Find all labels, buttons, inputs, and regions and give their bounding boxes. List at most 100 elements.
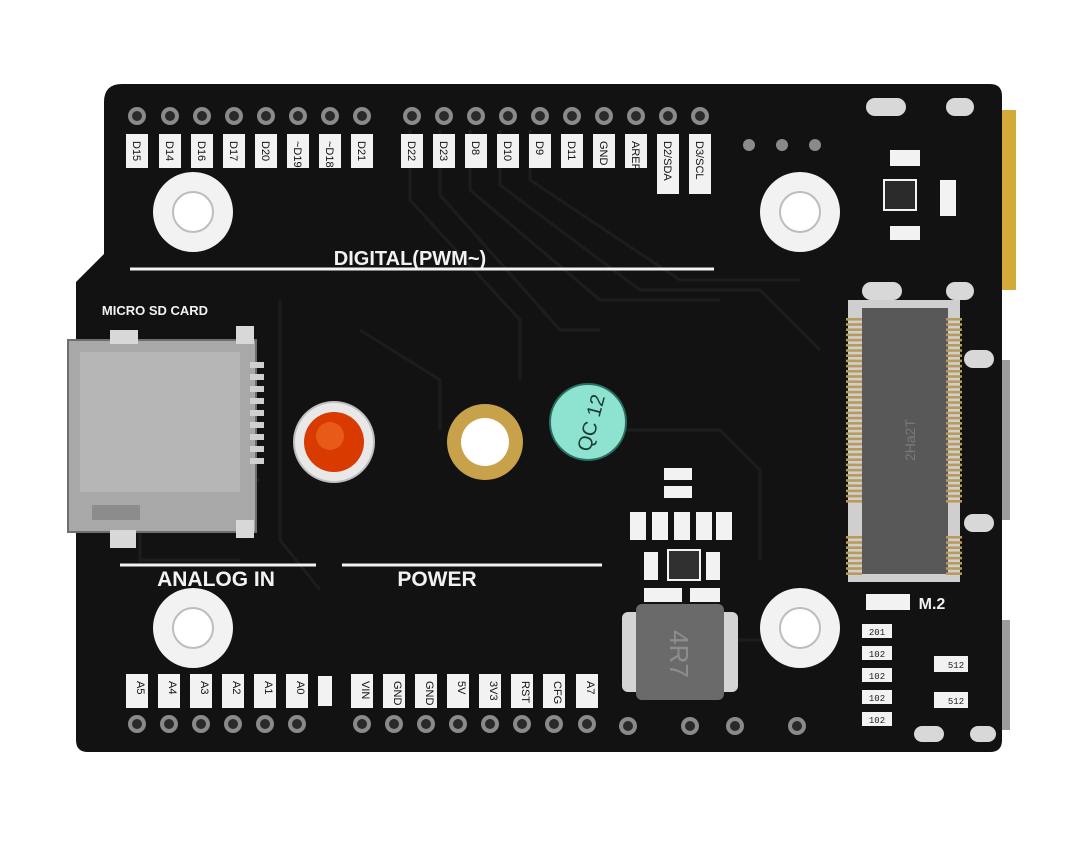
- m2-pin: [946, 541, 962, 544]
- m2-pin: [846, 323, 862, 326]
- top-pin-label: D17: [227, 141, 239, 161]
- m2-pin: [946, 406, 962, 409]
- bottom-pin-label: A1: [262, 681, 274, 694]
- mounting-hole: [153, 172, 233, 252]
- oval-pads: [862, 98, 996, 742]
- m2-pin: [946, 489, 962, 493]
- resistor-mark: 102: [869, 672, 885, 682]
- header-pin-hole: [471, 111, 481, 121]
- header-pin-hole: [535, 111, 545, 121]
- header-pin-hole: [453, 719, 463, 729]
- resistor: [862, 668, 892, 682]
- header-pin-hole: [165, 111, 175, 121]
- pin-label-box: [689, 134, 711, 194]
- m2-pin: [946, 562, 962, 565]
- m2-pin: [946, 572, 962, 575]
- m2-pin: [946, 458, 962, 461]
- header-pin-hole: [695, 111, 705, 121]
- header-pin-hole: [293, 111, 303, 121]
- m2-pin: [846, 546, 862, 549]
- pin-label-box: [625, 134, 647, 168]
- top-pin-label: D9: [533, 141, 545, 155]
- m2-pin: [946, 500, 962, 503]
- m2-pin: [846, 396, 862, 399]
- resistor: [862, 624, 892, 638]
- m2-pin: [846, 411, 862, 415]
- bottom-pin-label: A3: [198, 681, 210, 694]
- pin-label-box: [593, 134, 615, 168]
- pin-label-box: [319, 134, 341, 168]
- mounting-hole: [760, 172, 840, 252]
- resistor: [862, 712, 892, 726]
- header-pin-hole: [132, 719, 142, 729]
- aux-pin: [776, 139, 788, 151]
- header-pin-hole: [261, 111, 271, 121]
- m2-pin: [946, 401, 962, 404]
- m2-pin: [846, 556, 862, 560]
- m2-pin: [846, 474, 862, 477]
- m2-pin: [946, 546, 962, 549]
- header-pin-hole: [685, 721, 695, 731]
- inductor: 4R7: [622, 604, 738, 700]
- m2-pin: [846, 401, 862, 404]
- m2-pin: [946, 479, 962, 482]
- resistor: [862, 646, 892, 660]
- m2-pin: [946, 432, 962, 435]
- m2-pin: [946, 349, 962, 352]
- header-pin-hole: [325, 111, 335, 121]
- pin-label-box: [543, 674, 565, 708]
- header-pin-hole: [197, 111, 207, 121]
- top-pin-label: D15: [130, 141, 142, 161]
- micro-sd-slot: [67, 326, 264, 548]
- header-pin-hole: [196, 719, 206, 729]
- bottom-pin-label: CFG: [551, 681, 563, 704]
- pin-label-box: [191, 134, 213, 168]
- m2-pin: [946, 448, 962, 451]
- header-pin-hole: [582, 719, 592, 729]
- m2-pin: [946, 333, 962, 337]
- m2-pin: [946, 437, 962, 441]
- pin-label-box: [287, 134, 309, 168]
- pin-label-box: [561, 134, 583, 168]
- m2-pin: [846, 484, 862, 487]
- aux-pin: [809, 139, 821, 151]
- header-pin-hole: [623, 721, 633, 731]
- m2-pin: [946, 442, 962, 446]
- m2-pin: [946, 380, 962, 383]
- m2-pin: [846, 427, 862, 430]
- inductor-mark: 4R7: [664, 630, 694, 678]
- pin-label-box: [415, 674, 437, 708]
- top-pin-label: D3/SCL: [693, 141, 705, 180]
- m2-pin: [946, 536, 962, 539]
- sd-contact: [250, 398, 264, 404]
- m2-pin: [846, 494, 862, 498]
- pin-label-box: [447, 674, 469, 708]
- pin-label-box: [286, 674, 308, 708]
- mounting-hole: [760, 588, 840, 668]
- m2-pin: [946, 427, 962, 430]
- m2-connector: 2Ha2T: [846, 300, 962, 582]
- edge-connector-metal: [1002, 620, 1010, 730]
- bottom-pin-label: VIN: [359, 681, 371, 699]
- top-pin-label: ~D18: [323, 141, 335, 168]
- m2-pin: [846, 375, 862, 378]
- m2-pin: [946, 323, 962, 326]
- micro-sd-heading: MICRO SD CARD: [102, 303, 208, 318]
- m2-pin: [846, 390, 862, 394]
- header-pin-hole: [792, 721, 802, 731]
- header-pin-hole: [439, 111, 449, 121]
- m2-pin: [846, 468, 862, 472]
- bottom-pin-label: 3V3: [487, 681, 499, 701]
- bottom-pin-label: A5: [134, 681, 146, 694]
- m2-pin: [846, 442, 862, 446]
- pin-label-box: [511, 674, 533, 708]
- pin-label-box: [159, 134, 181, 168]
- header-pin-hole: [421, 719, 431, 729]
- header-pin-hole: [132, 111, 142, 121]
- m2-pin: [846, 406, 862, 409]
- bottom-pin-label: GND: [423, 681, 435, 706]
- pin-label-box: [465, 134, 487, 168]
- pin-label-box: [158, 674, 180, 708]
- sd-contact: [250, 458, 264, 464]
- pcb-board: [76, 84, 1002, 752]
